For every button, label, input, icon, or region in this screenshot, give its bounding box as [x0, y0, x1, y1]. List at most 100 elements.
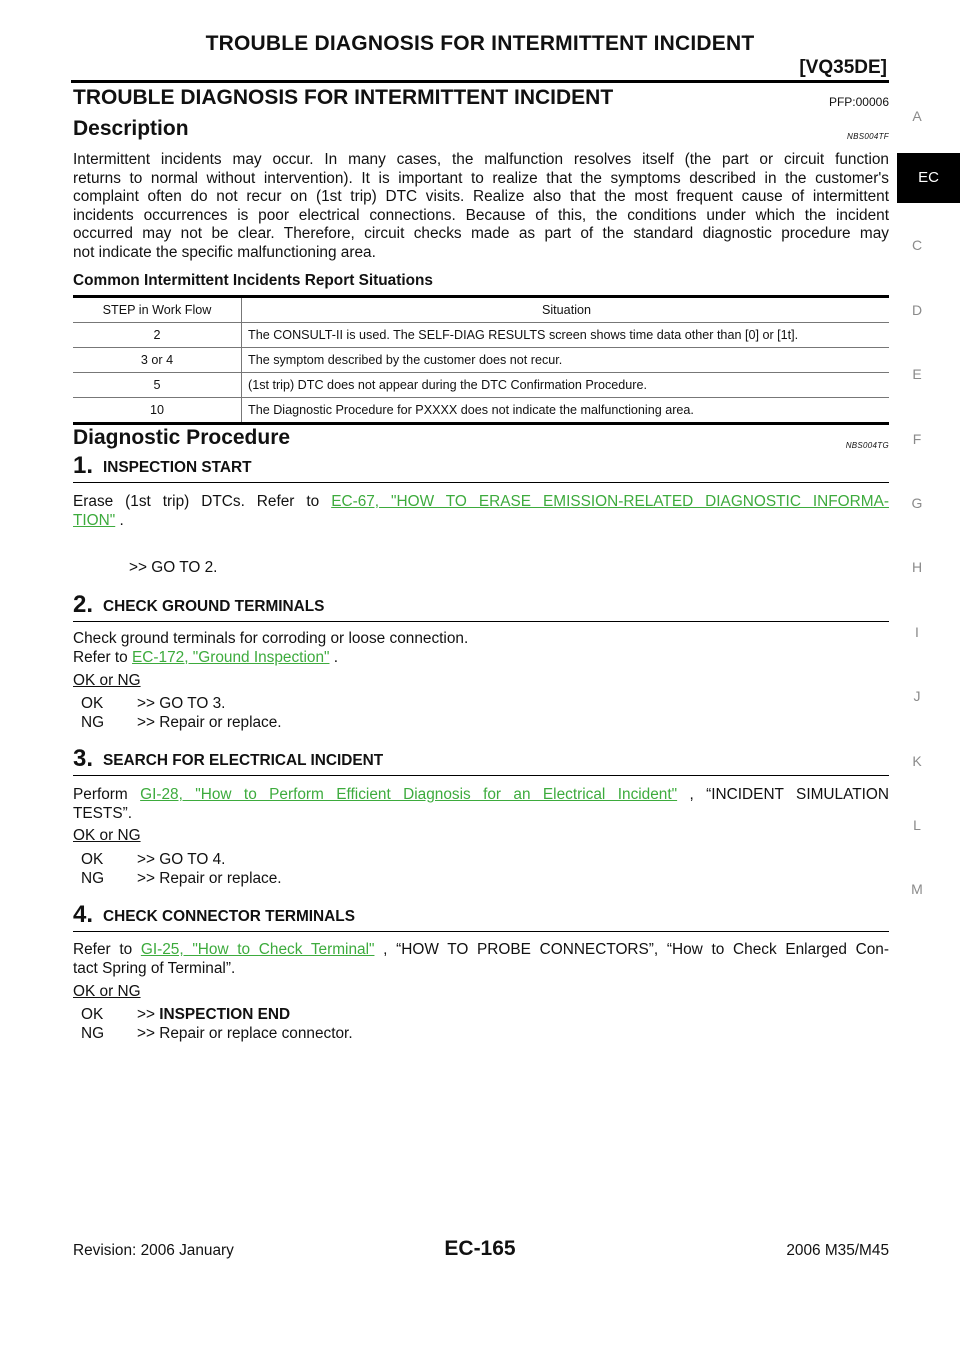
ok-or-ng-label: OK or NG — [73, 672, 141, 689]
ok-text: >> GO TO 3. — [137, 695, 226, 712]
ec-172-link[interactable]: EC-172, "Ground Inspection" — [132, 648, 330, 666]
situation-cell: The Diagnostic Procedure for PXXXX does … — [241, 397, 889, 425]
ok-result: OK >> INSPECTION END — [81, 1006, 581, 1026]
step-number: 2. — [73, 591, 94, 618]
column-header-situation: Situation — [241, 295, 889, 323]
description-line: returns to normal without intervention).… — [73, 169, 889, 187]
ng-text: >> Repair or replace connector. — [137, 1025, 353, 1042]
description-line: Intermittent incidents may occur. In man… — [73, 151, 889, 168]
step-title: SEARCH FOR ELECTRICAL INCIDENT — [103, 752, 384, 769]
ok-prefix: >> — [137, 1006, 160, 1023]
ok-or-ng-label: OK or NG — [73, 983, 141, 1000]
gi-25-link[interactable]: GI-25, "How to Check Terminal" — [140, 941, 375, 958]
side-tab-j[interactable]: J — [913, 688, 921, 704]
step-cell: 5 — [73, 372, 242, 398]
ng-label: NG — [81, 1025, 105, 1042]
situation-cell: The CONSULT-II is used. The SELF-DIAG RE… — [241, 322, 889, 348]
ok-text: >> GO TO 4. — [137, 851, 226, 868]
description-line: not indicate the specific malfunctioning… — [73, 243, 376, 261]
step-1-header: 1. INSPECTION START — [73, 452, 889, 483]
step-1-text: Erase (1st trip) DTCs. Refer to EC-67, "… — [73, 493, 889, 530]
step-text: , “HOW TO PROBE CONNECTORS”, “How to Che… — [374, 941, 889, 958]
situation-cell: The symptom described by the customer do… — [241, 347, 889, 373]
side-tab-i[interactable]: I — [915, 624, 919, 640]
ok-label: OK — [81, 695, 104, 712]
engine-code: [VQ35DE] — [799, 57, 887, 78]
step-number: 3. — [73, 745, 94, 772]
ok-text: INSPECTION END — [159, 1006, 291, 1023]
ng-label: NG — [81, 870, 105, 887]
step-text: Refer to — [73, 941, 141, 958]
report-table-heading: Common Intermittent Incidents Report Sit… — [73, 272, 433, 289]
step-cell: 10 — [73, 397, 242, 425]
ok-or-ng-label: OK or NG — [73, 827, 141, 844]
step-text: Erase (1st trip) DTCs. Refer to — [73, 493, 332, 510]
ok-result: OK >> GO TO 3. — [81, 695, 581, 715]
procedure-code: NBS004TG — [845, 441, 889, 450]
step-text: . — [329, 648, 339, 666]
ng-text: >> Repair or replace. — [137, 714, 282, 731]
step-text: Check ground terminals for corroding or … — [73, 630, 469, 647]
step-2-text: Check ground terminals for corroding or … — [73, 630, 468, 667]
table-row: 10 The Diagnostic Procedure for PXXXX do… — [73, 397, 889, 425]
table-header-row: STEP in Work Flow Situation — [73, 295, 889, 323]
step-text: Perform — [73, 786, 141, 803]
header-rule — [71, 80, 889, 83]
step-text: . — [115, 511, 124, 529]
step-cell: 2 — [73, 322, 242, 348]
ok-label: OK — [81, 1006, 104, 1023]
ok-label: OK — [81, 851, 104, 868]
table-row: 3 or 4 The symptom described by the cust… — [73, 347, 889, 373]
side-tab-m[interactable]: M — [911, 881, 923, 897]
side-tab-h[interactable]: H — [911, 559, 923, 575]
ok-result: OK >> GO TO 4. — [81, 851, 581, 871]
section-title: TROUBLE DIAGNOSIS FOR INTERMITTENT INCID… — [73, 86, 614, 109]
step-text: Refer to — [73, 648, 133, 666]
step-2-header: 2. CHECK GROUND TERMINALS — [73, 591, 889, 622]
side-tab-d[interactable]: D — [911, 302, 923, 318]
ng-label: NG — [81, 714, 105, 731]
side-tab-ec-active[interactable]: EC — [897, 153, 960, 203]
side-tab-e[interactable]: E — [912, 366, 922, 382]
pfp-code: PFP:00006 — [828, 95, 889, 109]
step-1-goto: >> GO TO 2. — [129, 559, 218, 576]
step-title: CHECK GROUND TERMINALS — [103, 598, 325, 615]
step-3-text: Perform GI-28, "How to Perform Efficient… — [73, 786, 889, 823]
step-title: CHECK CONNECTOR TERMINALS — [103, 908, 355, 925]
ec-67-link-continued[interactable]: TION" — [73, 511, 116, 529]
gi-28-link[interactable]: GI-28, "How to Perform Efficient Diagnos… — [140, 786, 678, 803]
ng-result: NG >> Repair or replace. — [81, 870, 581, 890]
side-tab-l[interactable]: L — [913, 817, 921, 833]
side-tab-c[interactable]: C — [911, 237, 923, 253]
description-line: incidents occurrences is poor electrical… — [73, 206, 889, 224]
side-tab-a[interactable]: A — [912, 108, 922, 124]
side-tab-f[interactable]: F — [912, 431, 922, 447]
description-line: complaint often do not recur on (1st tri… — [73, 188, 889, 206]
step-text: tact Spring of Terminal”. — [73, 959, 236, 977]
step-number: 1. — [73, 452, 94, 479]
running-header-title: TROUBLE DIAGNOSIS FOR INTERMITTENT INCID… — [205, 32, 755, 55]
step-text: TESTS”. — [73, 804, 132, 822]
situation-cell: (1st trip) DTC does not appear during th… — [241, 372, 889, 398]
step-3-header: 3. SEARCH FOR ELECTRICAL INCIDENT — [73, 745, 889, 776]
description-paragraph: Intermittent incidents may occur. In man… — [73, 151, 889, 263]
report-situations-table: STEP in Work Flow Situation 2 The CONSUL… — [73, 295, 889, 425]
description-line: occurred may not be clear. Therefore, ci… — [73, 225, 889, 243]
description-heading: Description — [73, 117, 189, 140]
ng-text: >> Repair or replace. — [137, 870, 282, 887]
description-code: NBS004TF — [847, 132, 889, 141]
step-4-text: Refer to GI-25, "How to Check Terminal" … — [73, 941, 889, 978]
side-tab-k[interactable]: K — [912, 753, 922, 769]
side-tab-g[interactable]: G — [911, 495, 923, 511]
ng-result: NG >> Repair or replace connector. — [81, 1025, 581, 1045]
ec-67-link[interactable]: EC-67, "HOW TO ERASE EMISSION-RELATED DI… — [331, 493, 889, 510]
step-number: 4. — [73, 901, 94, 928]
column-header-step: STEP in Work Flow — [73, 295, 242, 323]
step-cell: 3 or 4 — [73, 347, 242, 373]
page-number: EC-165 — [444, 1237, 516, 1260]
step-text: , “INCIDENT SIMULATION — [677, 786, 889, 803]
footer-revision: Revision: 2006 January — [73, 1242, 234, 1259]
table-row: 2 The CONSULT-II is used. The SELF-DIAG … — [73, 322, 889, 348]
procedure-heading: Diagnostic Procedure — [73, 426, 291, 449]
ng-result: NG >> Repair or replace. — [81, 714, 581, 734]
